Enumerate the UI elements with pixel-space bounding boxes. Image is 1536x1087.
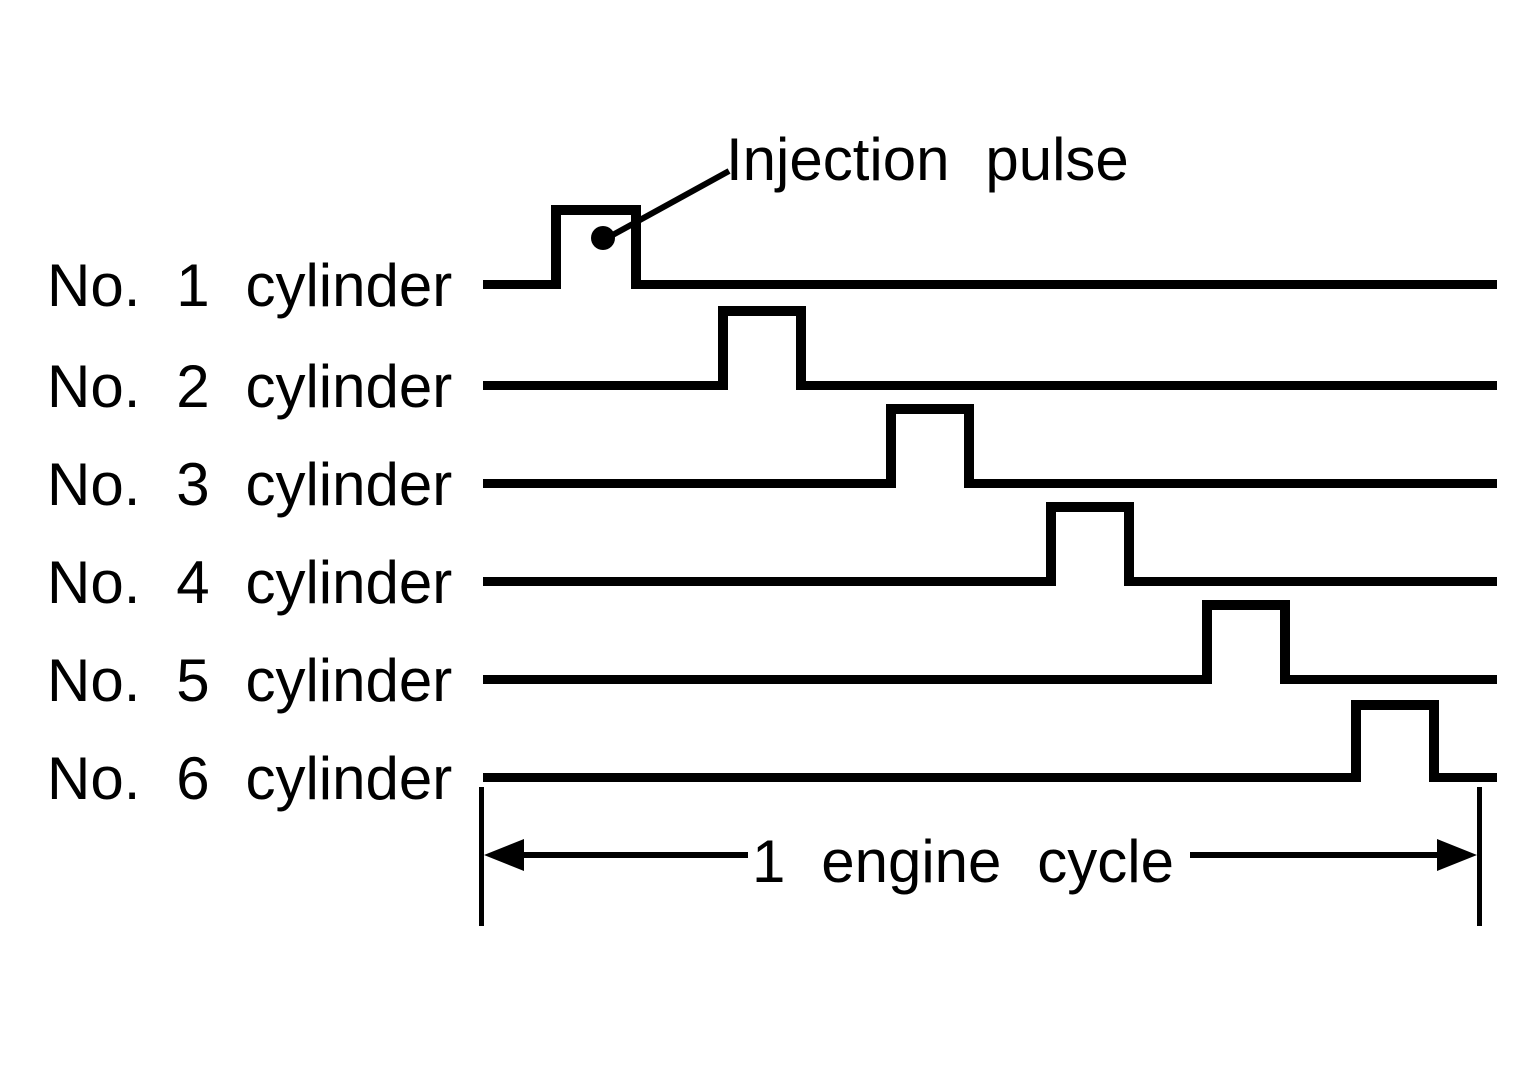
row-label-cylinder-6: No. 6 cylinder [47, 745, 453, 812]
injection-pulse-cylinder-4 [1046, 502, 1134, 585]
injection-pulse-label: Injection pulse [726, 126, 1129, 193]
row-label-cylinder-5: No. 5 cylinder [47, 647, 453, 714]
cycle-arrow-left-shaft [498, 852, 748, 858]
injection-pulse-cylinder-5 [1202, 600, 1290, 683]
baseline-segment-cylinder-2 [796, 381, 1497, 390]
injection-pulse-cylinder-1 [551, 205, 641, 288]
baseline-segment-cylinder-1 [483, 280, 561, 289]
right-arrowhead-icon [1437, 839, 1477, 871]
baseline-segment-cylinder-3 [964, 479, 1497, 488]
row-label-cylinder-4: No. 4 cylinder [47, 549, 453, 616]
baseline-segment-cylinder-5 [483, 675, 1212, 684]
injection-pulse-cylinder-3 [886, 404, 974, 487]
cycle-tick-left [479, 787, 484, 926]
baseline-segment-cylinder-5 [1280, 675, 1497, 684]
baseline-segment-cylinder-2 [483, 381, 728, 390]
injection-pulse-cylinder-6 [1351, 700, 1439, 781]
row-label-cylinder-3: No. 3 cylinder [47, 451, 453, 518]
baseline-segment-cylinder-1 [631, 280, 1497, 289]
baseline-segment-cylinder-6 [1429, 773, 1497, 782]
baseline-segment-cylinder-4 [1124, 577, 1497, 586]
cycle-arrow-right-shaft [1190, 852, 1448, 858]
left-arrowhead-icon [484, 839, 524, 871]
engine-cycle-label: 1 engine cycle [752, 828, 1174, 895]
injection-pulse-cylinder-2 [718, 306, 806, 389]
callout-dot-icon [591, 226, 615, 250]
row-label-cylinder-1: No. 1 cylinder [47, 252, 453, 319]
baseline-segment-cylinder-4 [483, 577, 1056, 586]
baseline-segment-cylinder-3 [483, 479, 896, 488]
cycle-tick-right [1477, 787, 1482, 926]
baseline-segment-cylinder-6 [483, 773, 1361, 782]
row-label-cylinder-2: No. 2 cylinder [47, 353, 453, 420]
